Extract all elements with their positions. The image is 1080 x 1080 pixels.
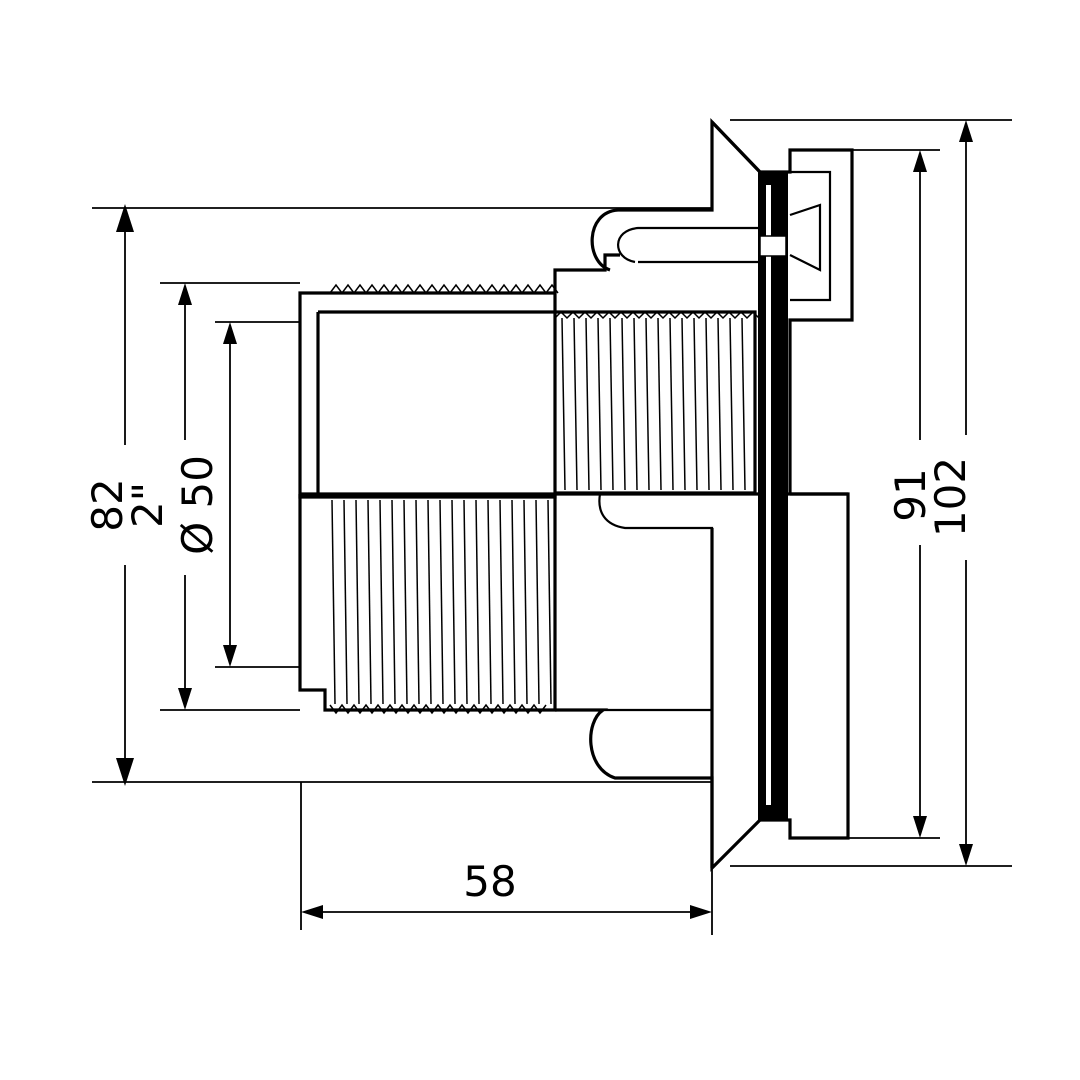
upper-collar-outline bbox=[553, 253, 620, 293]
dim-82-arrow-bottom bbox=[116, 758, 134, 786]
thread-hatch-line bbox=[535, 499, 540, 705]
dim-82-arrow-top bbox=[116, 204, 134, 232]
gasket-window bbox=[759, 235, 787, 257]
dim-102-label: 102 bbox=[926, 457, 975, 537]
lower-body-outline bbox=[298, 494, 557, 712]
thread-hatch-line bbox=[475, 499, 480, 705]
thread-hatch-line bbox=[633, 317, 638, 491]
thread-hatch-line bbox=[331, 499, 336, 705]
thread-hatch-line bbox=[597, 317, 602, 491]
thread-hatch-line bbox=[451, 499, 456, 705]
gasket-highlight bbox=[766, 185, 771, 805]
thread-hatch-line bbox=[355, 499, 360, 705]
thread-hatch-line bbox=[621, 317, 626, 491]
dimension-50: Ø 50 bbox=[160, 282, 300, 711]
dimension-58: 58 bbox=[300, 782, 713, 935]
upper-right-thread-hatch bbox=[561, 317, 746, 491]
thread-hatch-line bbox=[669, 317, 674, 491]
dim-91-arrow-top bbox=[913, 150, 927, 172]
upper-right-thread-teeth bbox=[554, 310, 760, 320]
thread-hatch-line bbox=[741, 317, 746, 491]
dim-58-label: 58 bbox=[463, 857, 516, 906]
upper-hook-inner bbox=[617, 226, 760, 264]
thread-hatch-line bbox=[343, 499, 348, 705]
dim-91-arrow-bottom bbox=[913, 816, 927, 838]
dim-50-arrow-top bbox=[178, 283, 192, 305]
dimension-inner-bore bbox=[215, 321, 300, 668]
thread-hatch-line bbox=[585, 317, 590, 491]
dim-bore-arrow-bottom bbox=[223, 645, 237, 667]
thread-hatch-line bbox=[645, 317, 650, 491]
dimension-102: 102 bbox=[730, 119, 1012, 867]
thread-hatch-line bbox=[403, 499, 408, 705]
thread-hatch-line bbox=[391, 499, 396, 705]
flange-wedge bbox=[789, 203, 822, 272]
lower-thread-bottom bbox=[329, 703, 547, 715]
dim-91-label: 91 bbox=[886, 468, 935, 521]
thread-hatch-line bbox=[379, 499, 384, 705]
dim-thread-label: 2" bbox=[123, 482, 172, 528]
thread-hatch-line bbox=[609, 317, 614, 491]
thread-hatch-line bbox=[547, 499, 552, 705]
upper-hook bbox=[590, 118, 762, 272]
dim-82-label: 82 bbox=[83, 478, 132, 531]
upper-body-outline bbox=[298, 291, 557, 499]
thread-hatch-line bbox=[415, 499, 420, 705]
thread-hatch-line bbox=[463, 499, 468, 705]
dim-58-arrow-right bbox=[690, 905, 712, 919]
top-thread-edge bbox=[329, 283, 559, 295]
lower-left-thread-hatch bbox=[331, 499, 552, 705]
dim-102-arrow-bottom bbox=[959, 844, 973, 866]
thread-hatch-line bbox=[561, 317, 566, 491]
thread-hatch-line bbox=[499, 499, 504, 705]
dim-58-arrow-left bbox=[301, 905, 323, 919]
thread-hatch-line bbox=[439, 499, 444, 705]
dim-50-label: Ø 50 bbox=[173, 455, 222, 555]
thread-hatch-line bbox=[573, 317, 578, 491]
gasket-band bbox=[758, 172, 788, 820]
thread-hatch-line bbox=[487, 499, 492, 705]
thread-hatch-line bbox=[427, 499, 432, 705]
thread-hatch-line bbox=[693, 317, 698, 491]
thread-hatch-line bbox=[717, 317, 722, 491]
flange-inner-frame bbox=[790, 170, 832, 302]
lower-inner-step bbox=[598, 493, 714, 710]
fitting-body bbox=[298, 118, 854, 872]
thread-hatch-line bbox=[681, 317, 686, 491]
thread-hatch-line bbox=[511, 499, 516, 705]
dimension-82: 82 2" bbox=[83, 204, 712, 786]
lower-collar-outline bbox=[555, 708, 762, 872]
dim-102-arrow-top bbox=[959, 120, 973, 142]
thread-hatch-line bbox=[367, 499, 372, 705]
thread-hatch-line bbox=[705, 317, 710, 491]
thread-hatch-line bbox=[523, 499, 528, 705]
dim-bore-arrow-top bbox=[223, 322, 237, 344]
thread-hatch-line bbox=[657, 317, 662, 491]
thread-hatch-line bbox=[729, 317, 734, 491]
dimension-91: 91 bbox=[848, 149, 940, 839]
upper-right-thread-box bbox=[555, 310, 757, 495]
dim-50-arrow-bottom bbox=[178, 688, 192, 710]
